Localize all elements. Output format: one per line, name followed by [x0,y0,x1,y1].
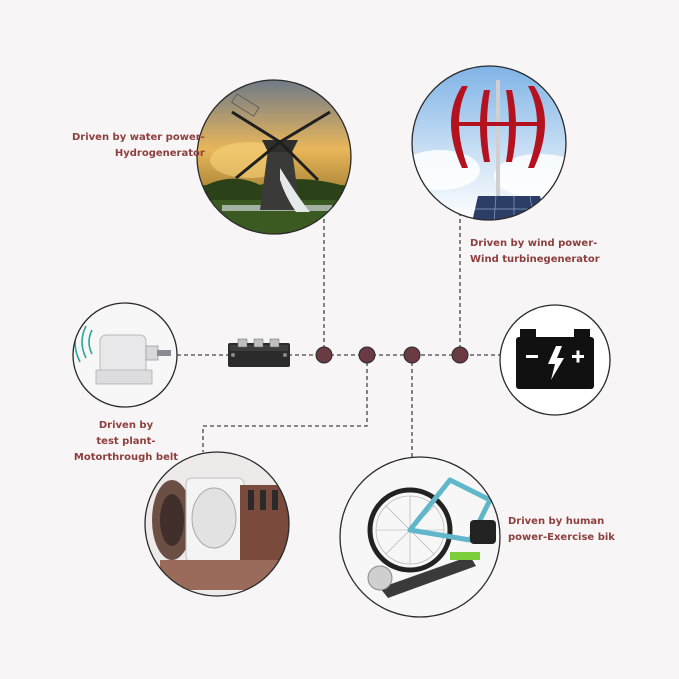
label-wind-power: Driven by wind power- Wind turbinegenera… [470,236,600,268]
label-water-line-1: Driven by water power- [72,132,205,143]
battery-circle [499,304,611,416]
label-motor-line-3: Motorthrough belt [73,452,179,463]
label-water-power: Driven by water power- Hydrogenerator [72,130,205,162]
node-water [315,346,333,364]
solar-panel [472,195,546,220]
label-motor-line-1: Driven by [98,420,154,431]
label-human-line-2: power-Exercise bik [508,532,615,543]
label-motor-power: Driven by test plant- Motorthrough belt [72,418,180,466]
belt-motor-photo [144,451,290,597]
rectifier-module [228,338,290,367]
label-motor-line-2: test plant- [96,436,156,447]
label-wind-line-1: Driven by wind power- [470,238,598,249]
line-motor-branch [202,355,368,452]
exercise-bike-photo [339,456,501,618]
connection-lines [177,212,500,458]
battery-icon [516,329,594,389]
windmill-photo [196,79,352,235]
label-water-line-2: Hydrogenerator [114,148,205,159]
label-human-power: Driven by human power-Exercise bik [508,514,615,546]
generator-photo [72,302,178,408]
junction-nodes [315,346,469,364]
node-wind [451,346,469,364]
label-wind-line-2: Wind turbinegenerator [470,254,600,265]
label-human-line-1: Driven by human [508,516,605,527]
node-motor [358,346,376,364]
wind-turbine-photo [411,65,567,221]
node-bike [403,346,421,364]
